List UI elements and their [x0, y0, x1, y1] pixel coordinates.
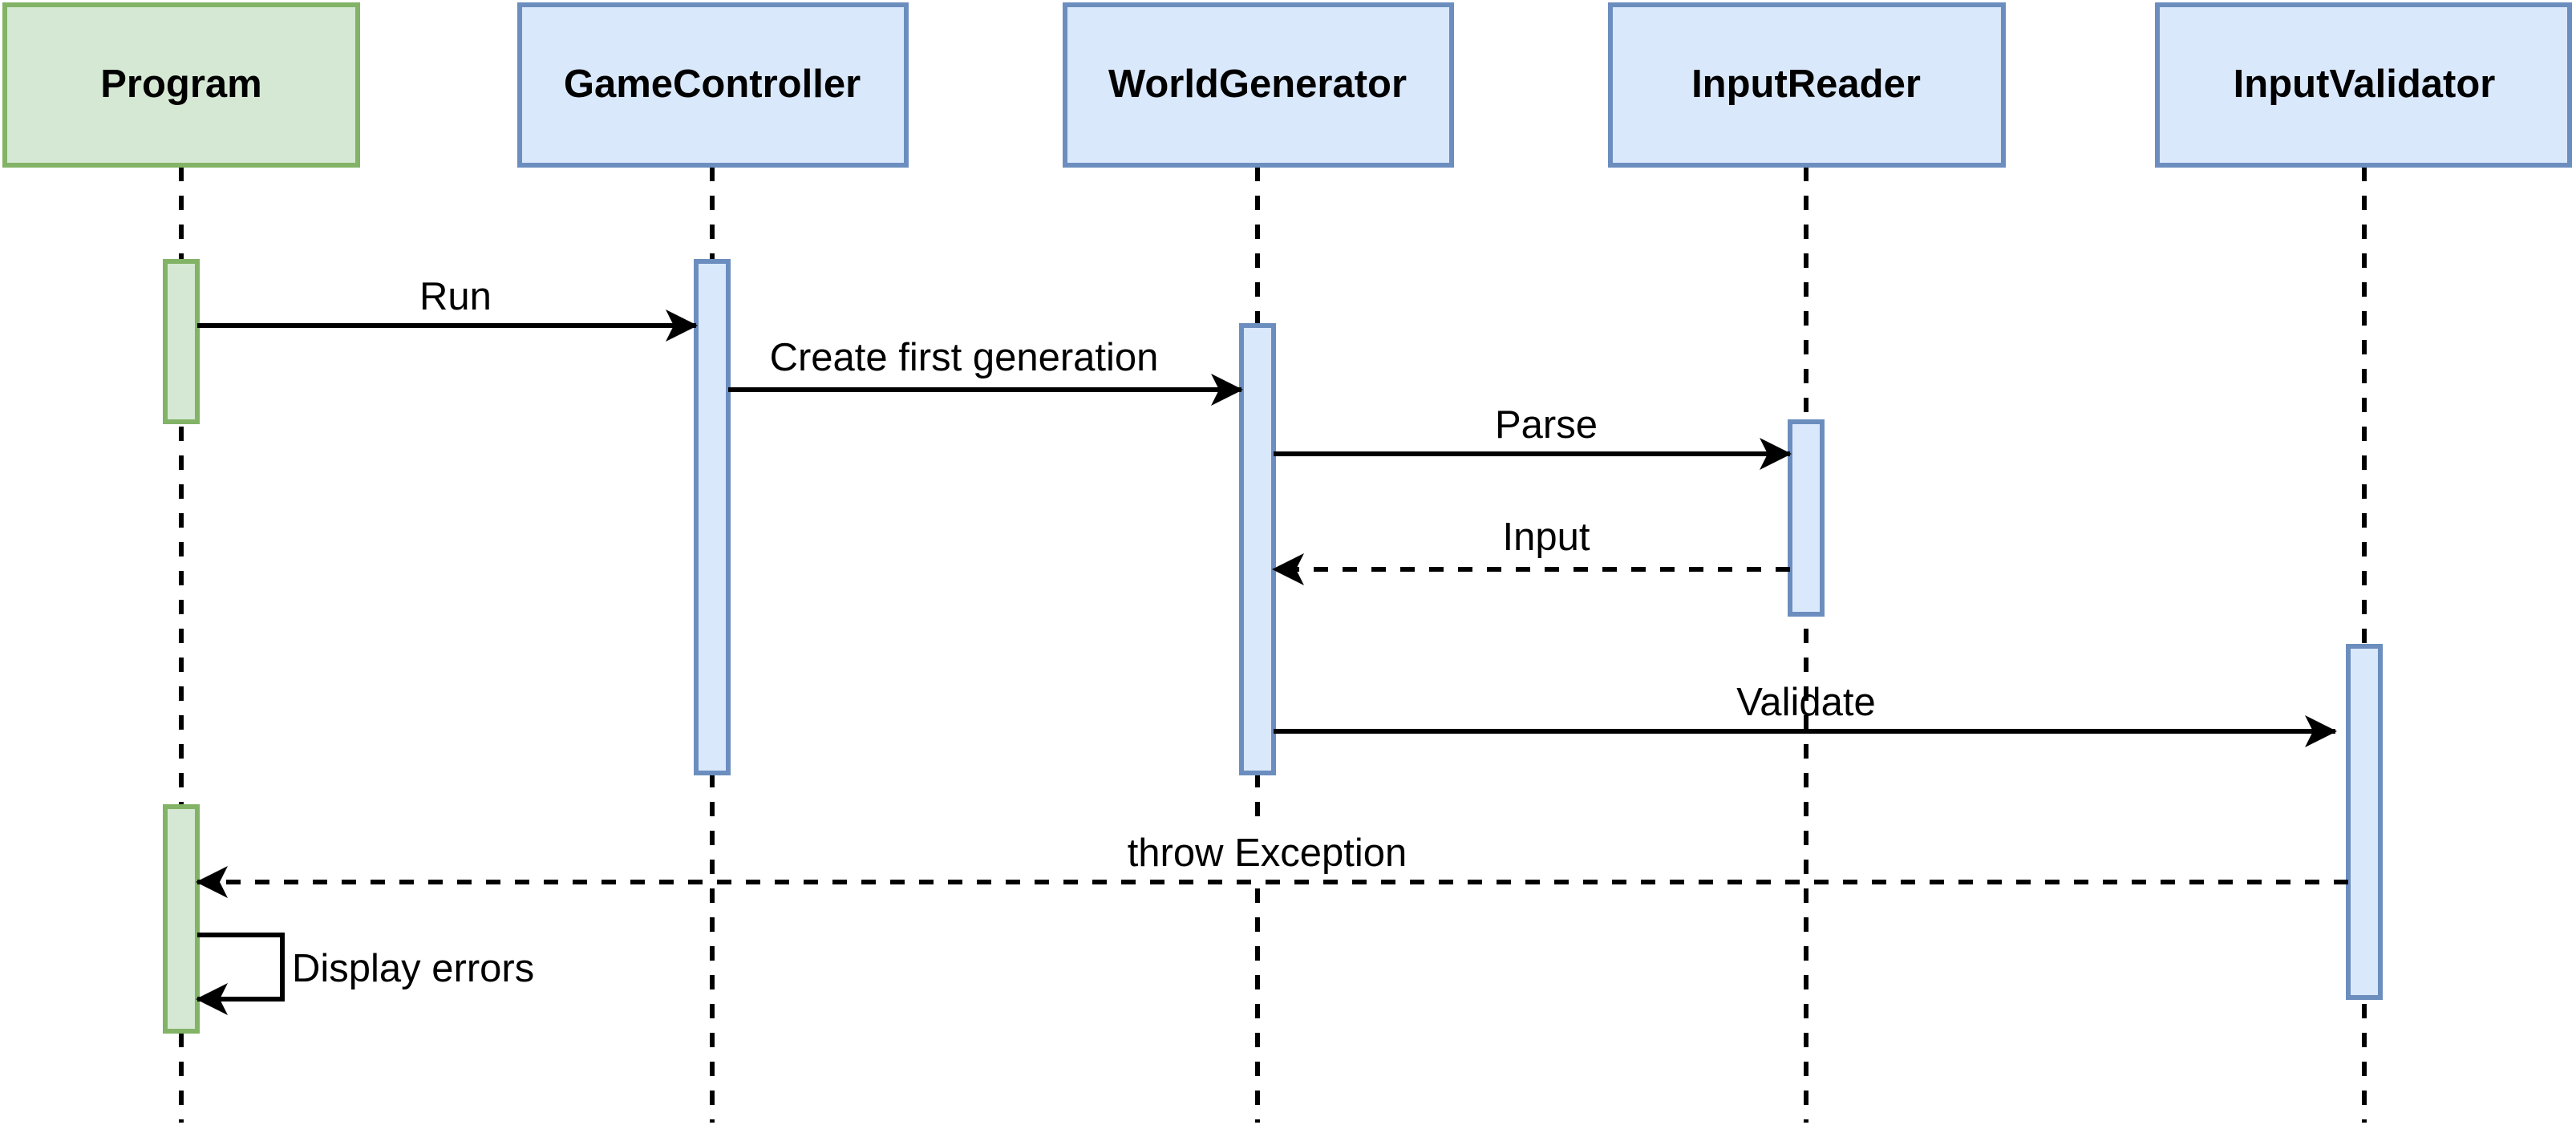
participant-input-reader: InputReader: [1608, 2, 2006, 168]
participant-label: GameController: [564, 63, 861, 106]
participant-label: InputValidator: [2234, 63, 2496, 106]
message-validate: Validate: [1274, 681, 2337, 747]
message-label: Create first generation: [770, 336, 1159, 379]
activation-program-2: [163, 804, 200, 1034]
participant-box: [517, 2, 909, 168]
message-label: throw Exception: [1128, 832, 1407, 875]
self-message-arrow: [196, 933, 285, 1015]
activation-game-controller: [694, 259, 731, 775]
participant-box: [2, 2, 360, 168]
participant-box: [1063, 2, 1454, 168]
message-label: Input: [1503, 516, 1590, 559]
participant-game-controller: GameController: [517, 2, 909, 168]
self-message-display-errors: Display errors: [196, 933, 534, 1015]
participant-label: Program: [100, 63, 262, 106]
message-label-background: [1099, 826, 1436, 874]
participant-label: WorldGenerator: [1108, 63, 1407, 106]
self-message-label: Display errors: [292, 947, 534, 990]
activation-program-1: [163, 259, 200, 424]
participant-box: [2155, 2, 2572, 168]
activation-input-reader: [1788, 419, 1825, 617]
message-throw-exception: throw Exception: [196, 826, 2348, 898]
participant-program: Program: [2, 2, 360, 168]
participant-box: [1608, 2, 2006, 168]
participant-world-generator: WorldGenerator: [1063, 2, 1454, 168]
activation-input-validator: [2346, 644, 2383, 1000]
message-run: Run: [197, 275, 698, 342]
activations: [163, 259, 2383, 1034]
message-label: Run: [419, 275, 492, 318]
message-label: Parse: [1495, 403, 1598, 447]
message-input: Input: [1272, 516, 1790, 585]
activation-world-generator: [1239, 323, 1276, 775]
message-parse: Parse: [1274, 403, 1792, 470]
message-create-first-generation: Create first generation: [728, 336, 1243, 406]
message-label: Validate: [1736, 681, 1875, 724]
participant-label: InputReader: [1691, 63, 1921, 106]
participant-input-validator: InputValidator: [2155, 2, 2572, 168]
